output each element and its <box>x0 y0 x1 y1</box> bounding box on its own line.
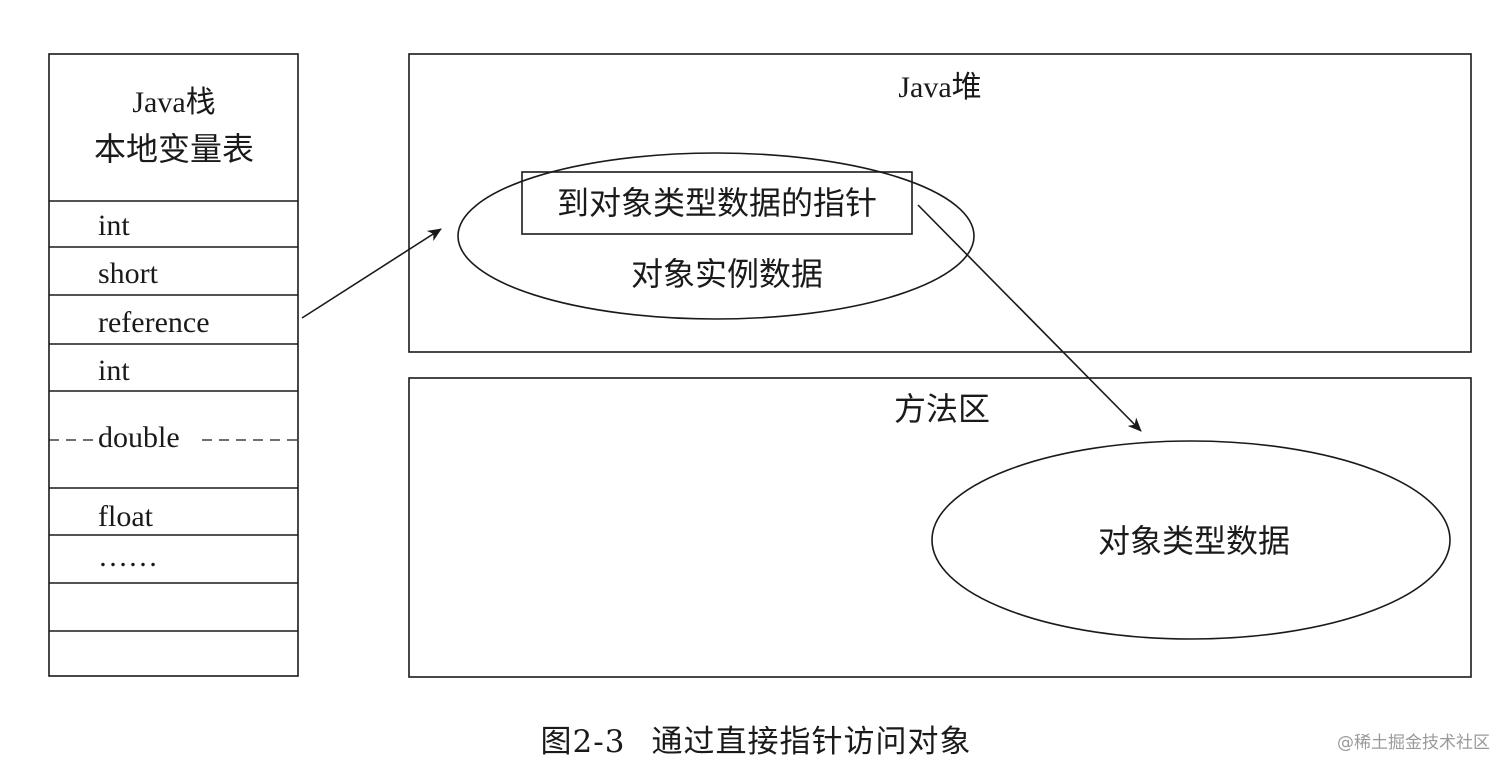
stack-slot-double-label-bg <box>94 418 198 452</box>
object-type-data-label: 对象类型数据 <box>1098 522 1290 560</box>
java-heap-title: Java堆 <box>898 71 981 104</box>
figure-caption: 图2-3 通过直接指针访问对象 <box>0 716 1512 761</box>
stack-slot-int: int <box>98 209 130 242</box>
type-pointer-label: 到对象类型数据的指针 <box>557 184 877 222</box>
java-stack: Java栈 本地变量表 int short reference int doub… <box>48 53 299 677</box>
method-area: 方法区 对象类型数据 <box>408 377 1472 678</box>
java-heap: Java堆 到对象类型数据的指针 对象实例数据 <box>408 53 1472 353</box>
method-area-frame <box>408 377 1472 678</box>
object-type-data-ellipse <box>931 440 1451 640</box>
object-instance-label: 对象实例数据 <box>631 255 823 293</box>
type-pointer-box <box>521 171 913 235</box>
stack-slot-float: float <box>98 500 154 533</box>
java-heap-frame <box>408 53 1472 353</box>
java-stack-frame <box>48 53 299 677</box>
figure-caption-text: 通过直接指针访问对象 <box>651 724 972 760</box>
pointer-to-type-data-arrow <box>917 204 1142 432</box>
stack-slot-double: double <box>98 421 180 454</box>
stack-slot-int-2: int <box>98 354 130 387</box>
figure-number: 图2-3 <box>540 724 626 760</box>
java-stack-title: Java栈 <box>132 86 215 119</box>
stack-slot-reference: reference <box>98 306 210 339</box>
stack-slot-short: short <box>98 257 159 290</box>
object-instance-ellipse <box>457 152 975 320</box>
watermark: @稀土掘金技术社区 <box>1337 733 1490 753</box>
reference-to-instance-arrow <box>301 228 442 319</box>
method-area-title: 方法区 <box>894 390 990 428</box>
stack-slot-ellipsis: …… <box>98 540 158 573</box>
java-stack-subtitle: 本地变量表 <box>94 130 254 168</box>
